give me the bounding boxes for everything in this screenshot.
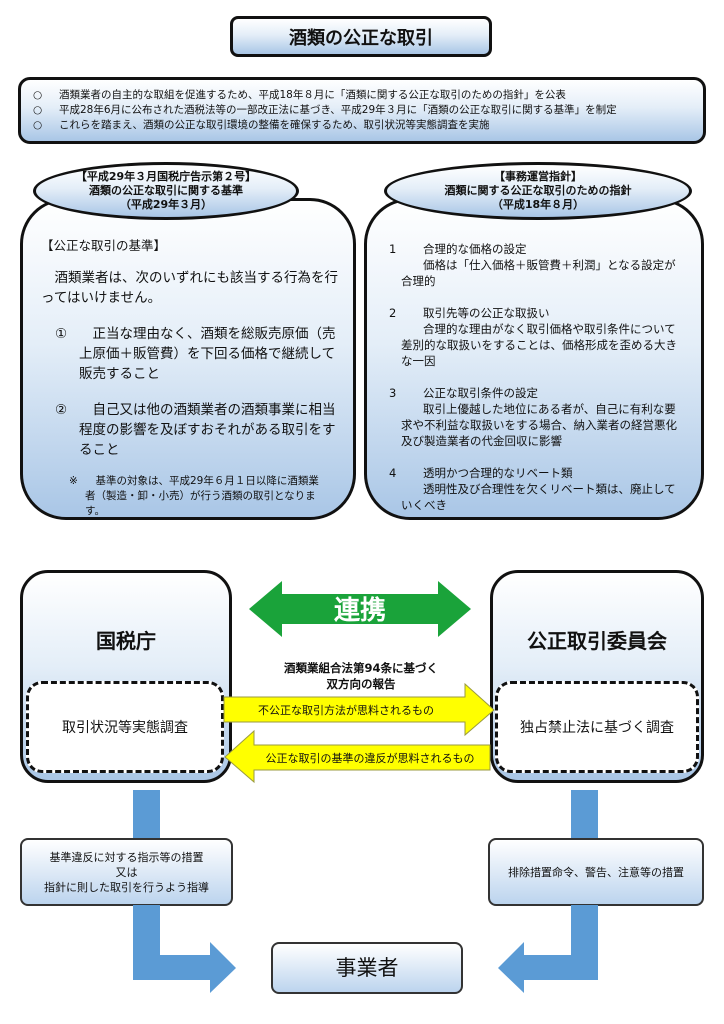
report-to-jftc-arrow	[223, 682, 495, 737]
header-line: 酒類の公正な取引に関する基準	[89, 184, 243, 197]
guideline-panel: 1 合理的な価格の設定価格は「仕入価格＋販管費＋利潤」となる設定が合理的 2 取引先等…	[364, 198, 704, 520]
header-line: 【平成29年３月国税庁告示第２号】	[75, 170, 257, 183]
down-arrow-shaft	[571, 790, 598, 838]
guideline-item: 2 取引先等の公正な取扱い合理的な理由がなく取引価格や取引条件について差別的な取扱…	[389, 305, 687, 369]
elbow-arrow-left	[133, 905, 236, 993]
report-line: 双方向の報告	[326, 677, 396, 691]
guideline-item: 1 合理的な価格の設定価格は「仕入価格＋販管費＋利潤」となる設定が合理的	[389, 241, 687, 289]
nta-name: 国税庁	[96, 629, 156, 653]
item-number: 3	[389, 386, 397, 400]
action-line: 排除措置命令、警告、注意等の措置	[508, 865, 684, 879]
item-title: 透明かつ合理的なリベート類	[423, 466, 573, 480]
guideline-header: 【事務運営指針】 酒類に関する公正な取引のための指針 （平成18年８月）	[384, 162, 692, 220]
bullet: ○	[33, 89, 43, 101]
item-text: 合理的な理由がなく取引価格や取引条件について差別的な取扱いをすることは、価格形成…	[401, 322, 677, 368]
intro-item: これらを踏まえ、酒類の公正な取引環境の整備を確保するため、取引状況等実態調査を実…	[59, 119, 490, 131]
jftc-action: 排除措置命令、警告、注意等の措置	[488, 838, 704, 906]
nta-box: 国税庁 取引状況等実態調査	[20, 570, 232, 783]
item-title: 公正な取引条件の設定	[423, 386, 538, 400]
jftc-box: 公正取引委員会 独占禁止法に基づく調査	[490, 570, 704, 783]
report-line: 酒類業組合法第94条に基づく	[283, 661, 438, 675]
bullet: ○	[33, 119, 43, 131]
guideline-item: 4 透明かつ合理的なリベート類透明性及び合理性を欠くリベート類は、廃止していくべき	[389, 465, 687, 513]
item-text: 価格は「仕入価格＋販管費＋利潤」となる設定が合理的	[401, 258, 676, 288]
report-to-nta-arrow	[224, 729, 491, 784]
standard-lead: 酒類業者は、次のいずれにも該当する行為を行ってはいけません。	[41, 270, 338, 306]
item-text: 正当な理由なく、酒類を総販売原価（売上原価＋販管費）を下回る価格で継続して販売す…	[79, 326, 336, 382]
standard-note: ※ 基準の対象は、平成29年６月１日以降に酒類業者（製造・卸・小売）が行う酒類の取…	[41, 474, 339, 519]
item-text: 自己又は他の酒類業者の酒類事業に相当程度の影響を及ぼすおそれがある取引をすること	[79, 402, 336, 458]
business-box: 事業者	[271, 942, 463, 994]
header-line: （平成29年３月）	[119, 198, 213, 211]
cooperation-label: 連携	[333, 596, 386, 626]
bullet: ○	[33, 104, 43, 116]
to-jftc-label: 不公正な取引方法が思料されるもの	[258, 703, 434, 717]
standard-item: ① 正当な理由なく、酒類を総販売原価（売上原価＋販管費）を下回る価格で継続して販売…	[41, 324, 339, 384]
action-line: 基準違反に対する指示等の措置	[49, 850, 204, 864]
standard-header: 【平成29年３月国税庁告示第２号】 酒類の公正な取引に関する基準 （平成29年３…	[33, 162, 299, 220]
elbow-arrow-right	[498, 905, 598, 993]
item-number: ②	[55, 402, 68, 418]
item-title: 取引先等の公正な取扱い	[423, 306, 550, 320]
item-number: ①	[55, 326, 68, 342]
report-label: 酒類業組合法第94条に基づく 双方向の報告	[232, 660, 490, 692]
item-text: 取引上優越した地位にある者が、自己に有利な要求や不利益な取扱いをする場合、納入業…	[401, 402, 677, 448]
nta-action: 基準違反に対する指示等の措置 又は 指針に則した取引を行うよう指導	[20, 838, 233, 906]
item-number: 2	[389, 306, 397, 320]
item-number: 4	[389, 466, 397, 480]
to-nta-label: 公正な取引の基準の違反が思料されるもの	[265, 751, 475, 765]
note-mark: ※	[69, 475, 78, 487]
intro-box: ○ 酒類業者の自主的な取組を促進するため、平成18年８月に「酒類に関する公正な取引…	[18, 77, 706, 144]
header-line: 【事務運営指針】	[494, 170, 582, 183]
standard-heading: 【公正な取引の基準】	[41, 238, 167, 253]
item-title: 合理的な価格の設定	[423, 242, 527, 256]
action-line: 指針に則した取引を行うよう指導	[44, 880, 209, 894]
nta-survey: 取引状況等実態調査	[26, 681, 224, 773]
down-arrow-shaft	[133, 790, 160, 838]
page-title: 酒類の公正な取引	[230, 16, 492, 57]
intro-item: 平成28年6月に公布された酒税法等の一部改正法に基づき、平成29年３月に「酒類の…	[59, 104, 617, 116]
jftc-name: 公正取引委員会	[527, 629, 667, 653]
header-line: 酒類に関する公正な取引のための指針	[444, 184, 632, 197]
item-number: 1	[389, 242, 397, 256]
item-text: 透明性及び合理性を欠くリベート類は、廃止していくべき	[401, 482, 676, 512]
cooperation-arrow	[249, 581, 471, 637]
header-line: （平成18年８月）	[491, 198, 585, 211]
jftc-survey: 独占禁止法に基づく調査	[495, 681, 699, 773]
guideline-item: 3 公正な取引条件の設定取引上優越した地位にある者が、自己に有利な要求や不利益な取…	[389, 385, 687, 449]
intro-item: 酒類業者の自主的な取組を促進するため、平成18年８月に「酒類に関する公正な取引の…	[59, 89, 566, 101]
action-line: 又は	[115, 865, 138, 879]
note-text: 基準の対象は、平成29年６月１日以降に酒類業者（製造・卸・小売）が行う酒類の取引…	[85, 475, 319, 517]
standard-item: ② 自己又は他の酒類業者の酒類事業に相当程度の影響を及ぼすおそれがある取引をするこ…	[41, 400, 339, 460]
